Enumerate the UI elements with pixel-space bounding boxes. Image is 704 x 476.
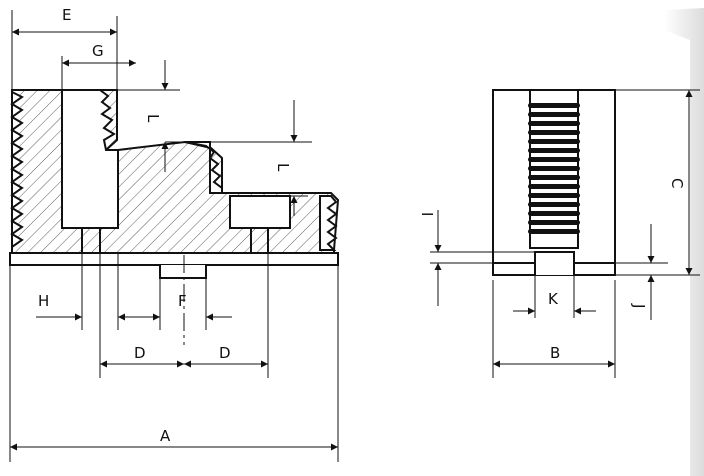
jaw-side-view — [9, 89, 340, 345]
label-J: J — [630, 303, 648, 308]
label-E: E — [62, 6, 71, 24]
jaw-right-teeth — [319, 195, 338, 251]
jaw-step-teeth — [184, 141, 223, 194]
label-A: A — [160, 427, 171, 445]
label-L-right: L — [274, 163, 292, 172]
front-key-slot — [534, 251, 575, 275]
dimension-labels: E G L L H F D D A C J I K B — [38, 6, 686, 445]
label-C: C — [668, 178, 686, 188]
label-D-left: D — [134, 344, 146, 362]
label-H: H — [38, 292, 49, 310]
label-L-upper: L — [144, 114, 162, 123]
label-G: G — [92, 42, 104, 60]
jaw-front-view — [492, 89, 616, 276]
label-I: I — [418, 212, 436, 216]
corner-shade — [664, 8, 704, 476]
jaw-key — [159, 265, 207, 279]
jaw-base — [9, 252, 339, 266]
jaw-main-slot — [61, 89, 119, 229]
dimension-lines — [9, 10, 700, 462]
jaw-small-slot — [229, 195, 291, 229]
label-K: K — [548, 290, 559, 308]
label-F: F — [178, 292, 187, 310]
label-D-right: D — [219, 344, 231, 362]
label-B: B — [550, 344, 560, 362]
jaw-left-teeth — [10, 90, 24, 249]
front-thread — [528, 103, 580, 234]
